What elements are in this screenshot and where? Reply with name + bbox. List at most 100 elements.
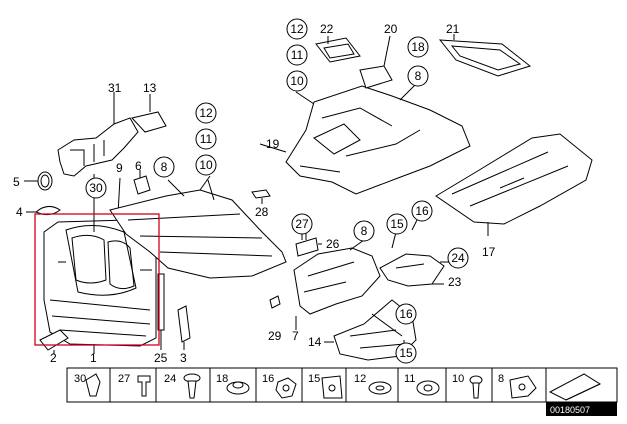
part-22-vent [315, 36, 361, 63]
callout-25: 25 [154, 351, 168, 365]
svg-text:16: 16 [399, 307, 413, 321]
svg-text:10: 10 [199, 158, 213, 172]
circled-11-front: 11 [195, 128, 217, 150]
svg-text:24: 24 [451, 251, 465, 265]
svg-text:18: 18 [411, 40, 425, 54]
callout-28: 28 [255, 205, 269, 219]
fastener-10-icon [469, 375, 483, 399]
svg-text:8: 8 [415, 69, 422, 83]
direction-arrow-icon [548, 373, 602, 401]
callout-5: 5 [13, 175, 20, 189]
strip-label-8: 8 [498, 373, 504, 385]
highlight-frame [34, 213, 160, 346]
circled-18: 18 [407, 36, 429, 58]
callout-13: 13 [143, 81, 157, 95]
fastener-18-icon [226, 381, 250, 395]
fastener-strip: 30 27 24 18 16 15 12 11 10 8 [66, 367, 618, 403]
svg-text:16: 16 [415, 204, 429, 218]
svg-text:12: 12 [199, 106, 213, 120]
callout-31: 31 [108, 81, 122, 95]
circled-12-mid: 12 [286, 18, 308, 40]
part-20-bracket [359, 35, 393, 89]
strip-label-18: 18 [216, 373, 228, 385]
part-13-pad [131, 94, 167, 133]
strip-label-11: 11 [404, 373, 415, 385]
callout-2: 2 [50, 351, 57, 365]
strip-label-12: 12 [354, 373, 366, 385]
svg-text:10: 10 [290, 74, 304, 88]
part-28-clip [251, 189, 271, 204]
circled-8-front: 8 [153, 156, 175, 178]
fastener-12-icon [368, 381, 392, 395]
svg-text:12: 12 [290, 22, 304, 36]
circled-10-mid: 10 [286, 70, 308, 92]
circled-12-front: 12 [195, 102, 217, 124]
callout-3: 3 [180, 351, 187, 365]
svg-text:11: 11 [291, 48, 304, 62]
strip-label-27: 27 [118, 373, 130, 385]
circled-callouts: 30 8 12 11 10 12 11 10 18 8 27 8 15 16 2… [85, 18, 469, 364]
part-29-clip [269, 295, 281, 309]
circled-16-lower: 16 [395, 303, 417, 325]
part-26-strip [295, 232, 322, 257]
callout-26: 26 [326, 237, 340, 251]
strip-label-30: 30 [74, 373, 86, 385]
strip-label-24: 24 [164, 373, 176, 385]
fastener-16-icon [275, 377, 297, 399]
strip-label-10: 10 [452, 373, 464, 385]
circled-8-mid: 8 [407, 65, 429, 87]
svg-text:15: 15 [390, 217, 404, 231]
circled-15-upper: 15 [386, 213, 408, 235]
circled-24: 24 [447, 247, 469, 269]
callout-17: 17 [482, 245, 496, 259]
svg-text:11: 11 [200, 132, 213, 146]
circled-8-wheel: 8 [353, 220, 375, 242]
circled-15-lower: 15 [395, 342, 417, 364]
callout-1: 1 [90, 351, 97, 365]
callout-19: 19 [266, 137, 280, 151]
callout-14: 14 [308, 335, 322, 349]
circled-30: 30 [85, 177, 107, 199]
part-21-tray [438, 34, 532, 77]
svg-text:15: 15 [399, 346, 413, 360]
part-5-grommet [24, 171, 53, 191]
part-6-clip [133, 170, 151, 195]
callout-20: 20 [384, 22, 398, 36]
part-3-bracket [177, 305, 191, 350]
circled-16-upper: 16 [411, 200, 433, 222]
svg-text:8: 8 [361, 224, 368, 238]
callout-9: 9 [116, 161, 123, 175]
callout-7: 7 [292, 329, 299, 343]
callout-22: 22 [320, 22, 334, 36]
callout-29: 29 [268, 329, 282, 343]
callout-21: 21 [446, 22, 460, 36]
circled-11-mid: 11 [286, 44, 308, 66]
fastener-11-icon [416, 380, 440, 396]
callout-6: 6 [135, 159, 142, 173]
circled-27: 27 [291, 213, 313, 235]
svg-text:30: 30 [89, 181, 103, 195]
callout-4: 4 [16, 205, 23, 219]
reference-number-box: 00180507 [546, 402, 617, 416]
fastener-24-icon [183, 373, 201, 399]
callout-numbers: 31 13 5 9 6 4 2 1 25 3 28 26 7 29 14 19 … [13, 22, 496, 365]
strip-label-15: 15 [308, 373, 320, 385]
part-23-mount [379, 253, 445, 287]
svg-text:27: 27 [295, 217, 309, 231]
fastener-30-icon [85, 373, 101, 397]
circled-10-front: 10 [195, 154, 217, 176]
part-7-wheel-liner [293, 247, 381, 330]
part-17-underbody-panel [435, 133, 593, 236]
part-31-duct [57, 92, 139, 177]
svg-text:8: 8 [161, 160, 168, 174]
strip-label-16: 16 [262, 373, 274, 385]
fastener-15-icon [321, 375, 343, 399]
fastener-27-icon [137, 375, 151, 397]
callout-23: 23 [448, 275, 462, 289]
fastener-8-icon [509, 375, 537, 399]
reference-number: 00180507 [550, 405, 590, 415]
part-1-front-panel [43, 174, 157, 354]
part-19-underbody-panel [259, 85, 471, 195]
